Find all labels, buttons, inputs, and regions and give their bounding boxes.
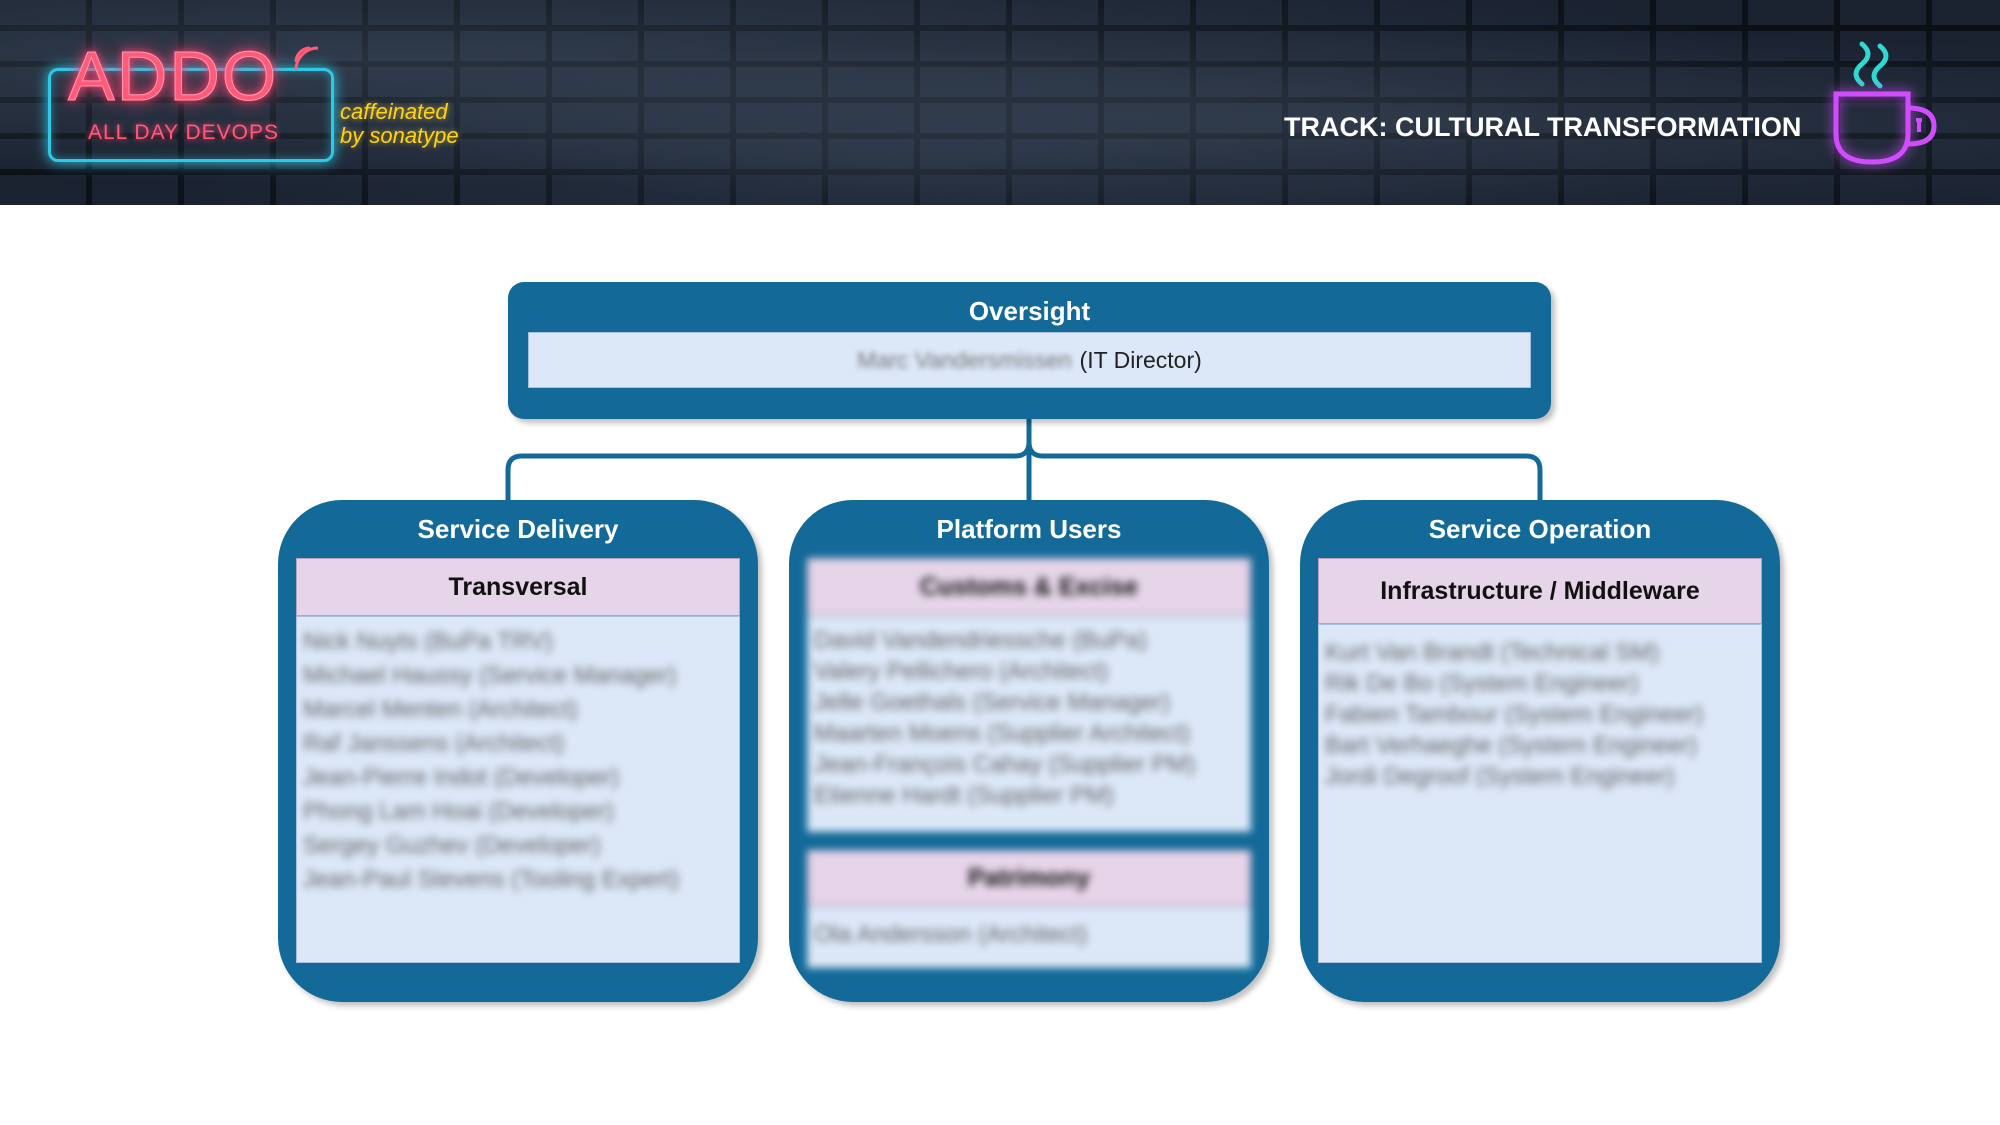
list-item: Ola Andersson (Architect) bbox=[814, 921, 1088, 948]
patrimony-members: Ola Andersson (Architect) bbox=[807, 906, 1251, 968]
infrastructure-header: Infrastructure / Middleware bbox=[1318, 558, 1762, 624]
list-item: Maarten Moens (Supplier Architect) bbox=[814, 720, 1191, 747]
list-item: Rik De Bo (System Engineer) bbox=[1325, 670, 1639, 697]
list-item: Fabien Tambour (System Engineer) bbox=[1325, 701, 1704, 728]
service-delivery-box: Service Delivery Transversal Nick Nuyts … bbox=[278, 500, 758, 1002]
list-item: Valery Pellichero (Architect) bbox=[814, 658, 1109, 685]
list-item: Phong Lam Hoai (Developer) bbox=[303, 798, 614, 825]
list-item: Jean-François Cahay (Supplier PM) bbox=[814, 751, 1196, 778]
list-item: Jean-Paul Stevens (Tooling Expert) bbox=[303, 866, 680, 893]
list-item: Raf Janssens (Architect) bbox=[303, 730, 565, 757]
platform-users-box: Platform Users Customs & Excise David Va… bbox=[789, 500, 1269, 1002]
customs-excise-members: David Vandendriessche (BuPa) Valery Pell… bbox=[807, 616, 1251, 832]
logo-subtitle: ALL DAY DEVOPS bbox=[88, 121, 280, 144]
list-item: Bart Verhaeghe (System Engineer) bbox=[1325, 732, 1698, 759]
list-item: Nick Nuyts (BuPa TRV) bbox=[303, 628, 553, 655]
list-item: Jordi Degroof (System Engineer) bbox=[1325, 763, 1675, 790]
patrimony-header: Patrimony bbox=[807, 850, 1251, 906]
service-operation-title: Service Operation bbox=[1428, 514, 1652, 544]
list-item: Jelle Goethals (Service Manager) bbox=[814, 689, 1171, 716]
list-item: Jean-Pierre Indot (Developer) bbox=[303, 764, 620, 791]
oversight-person-role: (IT Director) bbox=[1079, 346, 1202, 373]
oversight-box: Oversight Marc Vandersmissen (IT Directo… bbox=[508, 282, 1551, 419]
transversal-header: Transversal bbox=[296, 558, 740, 616]
customs-excise-header: Customs & Excise bbox=[807, 558, 1251, 616]
caffeinated-line2: by sonatype bbox=[340, 123, 459, 148]
coffee-cup-icon bbox=[1833, 41, 1937, 165]
service-operation-box: Service Operation Infrastructure / Middl… bbox=[1300, 500, 1780, 1002]
list-item: Marcel Menten (Architect) bbox=[303, 696, 578, 723]
list-item: David Vandendriessche (BuPa) bbox=[814, 627, 1148, 654]
list-item: Michael Haussy (Service Manager) bbox=[303, 662, 677, 689]
caffeinated-line1: caffeinated bbox=[340, 99, 448, 124]
platform-users-title: Platform Users bbox=[936, 514, 1122, 544]
logo-frame bbox=[48, 68, 334, 162]
track-title: TRACK: CULTURAL TRANSFORMATION bbox=[1284, 112, 1802, 142]
service-delivery-title: Service Delivery bbox=[417, 514, 619, 544]
infrastructure-members: Kurt Van Brandt (Technical SM) Rik De Bo… bbox=[1318, 624, 1762, 963]
oversight-title: Oversight bbox=[968, 296, 1091, 326]
oversight-person-name: Marc Vandersmissen bbox=[857, 346, 1072, 373]
caffeinated-tagline: caffeinated by sonatype bbox=[340, 100, 459, 148]
header-banner: ADDO ALL DAY DEVOPS caffeinated by sonat… bbox=[0, 0, 2000, 205]
addo-logo: ADDO bbox=[67, 37, 279, 116]
signal-icon bbox=[294, 46, 319, 71]
list-item: Sergey Guzhev (Developer) bbox=[303, 832, 601, 859]
transversal-members: Nick Nuyts (BuPa TRV) Michael Haussy (Se… bbox=[296, 616, 740, 963]
oversight-person: Marc Vandersmissen (IT Director) bbox=[528, 332, 1531, 388]
list-item: Etienne Hardt (Supplier PM) bbox=[814, 782, 1115, 809]
list-item: Kurt Van Brandt (Technical SM) bbox=[1325, 639, 1660, 666]
